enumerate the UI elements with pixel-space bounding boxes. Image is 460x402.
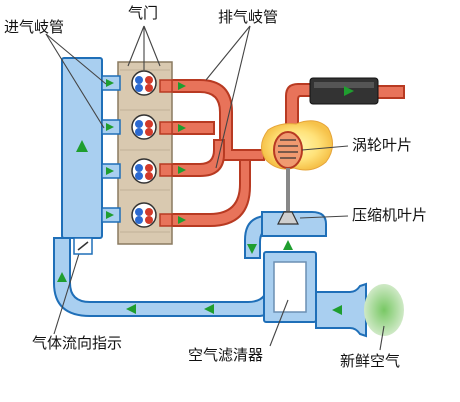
label-air-filter: 空气滤清器 — [188, 346, 264, 364]
turbine-blade — [278, 139, 298, 159]
muffler-highlight — [314, 82, 374, 88]
flow-arrow-runner-1 — [106, 79, 114, 87]
cylinder-ports — [131, 70, 157, 228]
label-flow-indicator: 气体流向指示 — [32, 334, 123, 352]
cylinder-2 — [131, 114, 157, 140]
turbine-housing — [273, 131, 303, 169]
exhaust-branch-3 — [169, 139, 225, 177]
cylinder-3 — [131, 158, 157, 184]
air-filter-element — [273, 261, 307, 313]
label-turbine-blade: 涡轮叶片 — [352, 136, 413, 154]
exhaust-runners — [159, 79, 173, 227]
flow-arrow-fresh-air — [332, 305, 342, 315]
flow-arrow-runner-4 — [106, 211, 114, 219]
flow-arrow-exhaust-4 — [178, 216, 186, 224]
leader-fresh-air — [379, 325, 385, 351]
leader-intake-manifold-a — [45, 33, 107, 85]
flow-indicator-needle — [77, 241, 89, 251]
exhaust-branch-4 — [169, 159, 251, 227]
exhaust-branch-2 — [169, 121, 215, 135]
head-hatching — [120, 69, 170, 233]
leader-exhaust-manifold-b — [215, 25, 251, 169]
leader-flow-indicator — [53, 243, 83, 335]
flow-arrow-plenum — [76, 140, 88, 152]
leader-valve-c — [143, 25, 161, 67]
cylinder-4 — [131, 202, 157, 228]
flow-arrow-runner-2 — [106, 123, 114, 131]
flow-arrow-return-mid — [204, 304, 214, 314]
flow-arrow-loop — [247, 244, 257, 254]
flow-arrow-runner-3 — [106, 167, 114, 175]
flow-arrow-return-up — [57, 272, 67, 282]
leader-turbine — [301, 145, 349, 151]
leader-compressor — [299, 215, 349, 219]
fresh-air-cloud — [364, 284, 404, 336]
flow-arrow-muffler — [344, 86, 354, 96]
compressor-blade — [277, 211, 299, 225]
flow-arrow-exhaust-1 — [178, 82, 186, 90]
flow-arrows — [57, 79, 354, 315]
label-intake-manifold: 进气岐管 — [4, 18, 65, 36]
label-compressor-blade: 压缩机叶片 — [352, 206, 428, 224]
leader-air-filter — [269, 299, 289, 347]
leader-intake-manifold-b — [45, 33, 105, 129]
leader-exhaust-manifold-a — [205, 25, 251, 81]
label-fresh-air: 新鲜空气 — [340, 352, 401, 370]
label-exhaust-manifold: 排气岐管 — [218, 8, 279, 26]
flow-arrow-compressor-up — [283, 240, 293, 250]
leader-lines — [45, 25, 385, 351]
flow-arrow-exhaust-2 — [178, 124, 186, 132]
leader-valve-a — [127, 25, 145, 67]
cylinder-1 — [131, 70, 157, 96]
flow-arrow-return-left — [126, 304, 136, 314]
tailpipe — [375, 85, 405, 99]
flow-arrow-exhaust-3 — [178, 166, 186, 174]
label-valve: 气门 — [128, 4, 159, 22]
